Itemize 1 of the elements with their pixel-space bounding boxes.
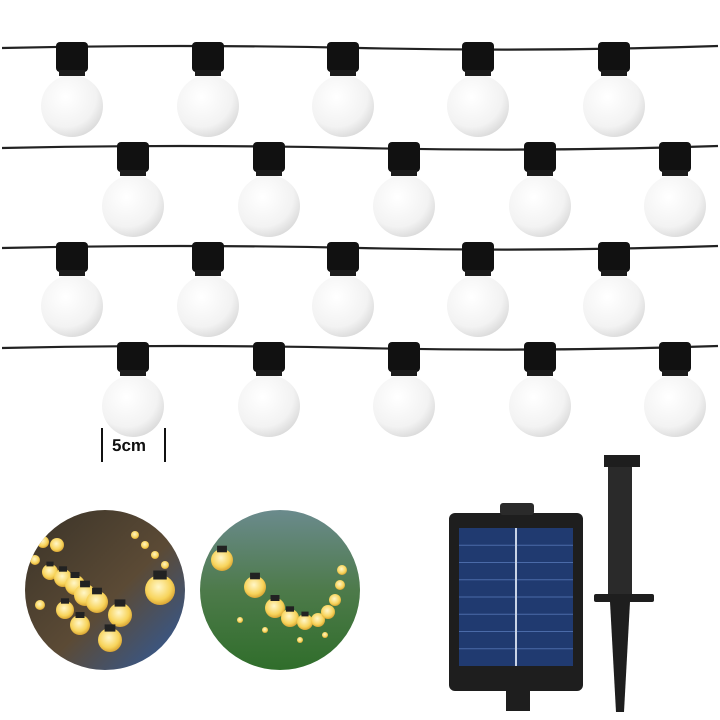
dimension-label: 5cm bbox=[112, 436, 146, 456]
